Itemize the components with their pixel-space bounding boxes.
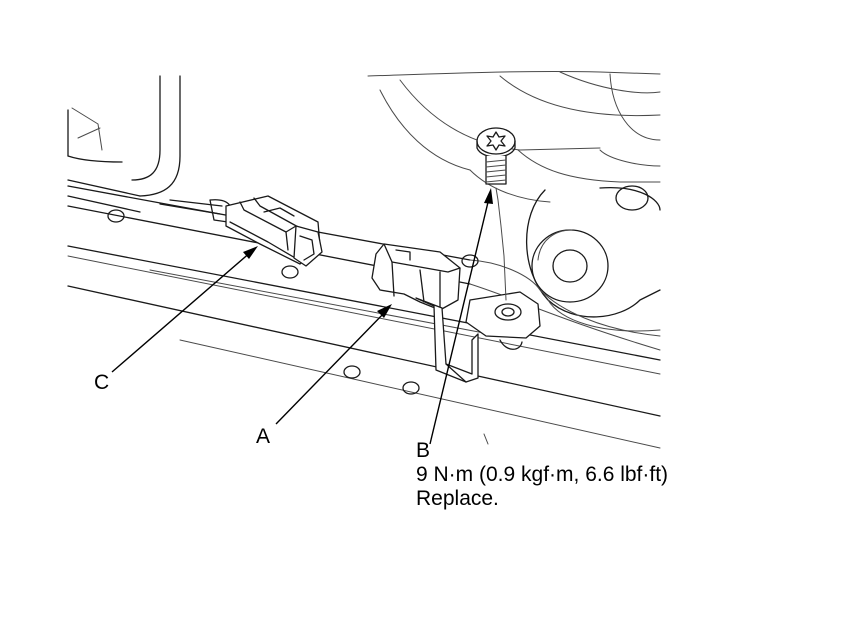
- clip-connector: [371, 243, 479, 383]
- arrowhead-b: [484, 188, 493, 204]
- leader-line-a: [275, 304, 392, 425]
- callout-b: B: [416, 439, 431, 462]
- callout-a: A: [256, 425, 271, 448]
- arrowhead-c: [243, 246, 258, 259]
- seat-frame: [67, 75, 181, 213]
- torque-spec: 9 N·m (0.9 kgf·m, 6.6 lbf·ft): [416, 463, 669, 486]
- seat-rail: [67, 185, 661, 449]
- leader-line-b: [429, 188, 493, 445]
- mount-tab: [465, 291, 541, 350]
- mount-boss: [525, 185, 661, 332]
- callout-c: C: [94, 371, 110, 394]
- replace-note: Replace.: [416, 487, 499, 510]
- torx-bolt: [476, 127, 516, 301]
- arrowhead-a: [377, 304, 392, 318]
- leader-line-c: [111, 246, 258, 373]
- sensor-connector: [225, 195, 323, 267]
- body-casting: [367, 70, 661, 203]
- wire-harness: [159, 199, 233, 223]
